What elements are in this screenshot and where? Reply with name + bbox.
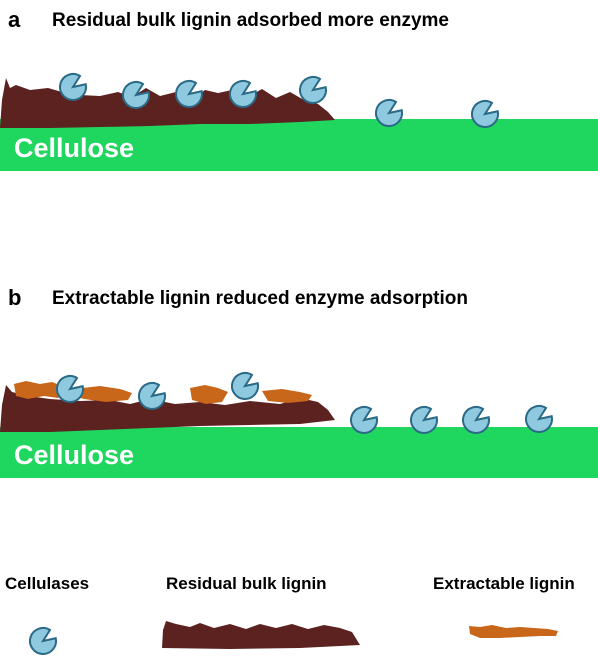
panel-b-letter: b	[8, 285, 21, 310]
legend-bulk-lignin-swatch	[162, 621, 360, 649]
cellulose-bar-b	[0, 427, 598, 478]
cellulase-icon	[225, 367, 264, 406]
panel-a: a Residual bulk lignin adsorbed more enz…	[0, 7, 598, 171]
bulk-lignin-b	[0, 385, 335, 432]
panel-b-title: Extractable lignin reduced enzyme adsorp…	[52, 288, 468, 309]
panel-b: b Extractable lignin reduced enzyme adso…	[0, 285, 598, 478]
cellulose-bar-a	[0, 119, 598, 171]
legend-extractable-lignin-swatch	[469, 625, 558, 638]
extractable-lignin-b	[14, 381, 66, 399]
panel-a-letter: a	[8, 7, 21, 32]
cellulose-label-b: Cellulose	[14, 440, 134, 470]
legend: Cellulases Residual bulk lignin Extracta…	[5, 574, 575, 657]
bulk-lignin-a	[0, 78, 335, 128]
legend-cellulase-icon	[23, 622, 62, 657]
legend-bulk-lignin-label: Residual bulk lignin	[166, 574, 327, 593]
extractable-lignin-b	[190, 385, 228, 404]
legend-extractable-lignin-label: Extractable lignin	[433, 574, 575, 593]
legend-cellulases-label: Cellulases	[5, 574, 89, 593]
extractable-lignin-b	[74, 386, 132, 402]
panel-a-title: Residual bulk lignin adsorbed more enzym…	[52, 10, 449, 31]
cellulose-label-a: Cellulose	[14, 133, 134, 163]
extractable-lignin-b	[262, 389, 312, 403]
extractable-lignin-deposits	[14, 381, 312, 404]
